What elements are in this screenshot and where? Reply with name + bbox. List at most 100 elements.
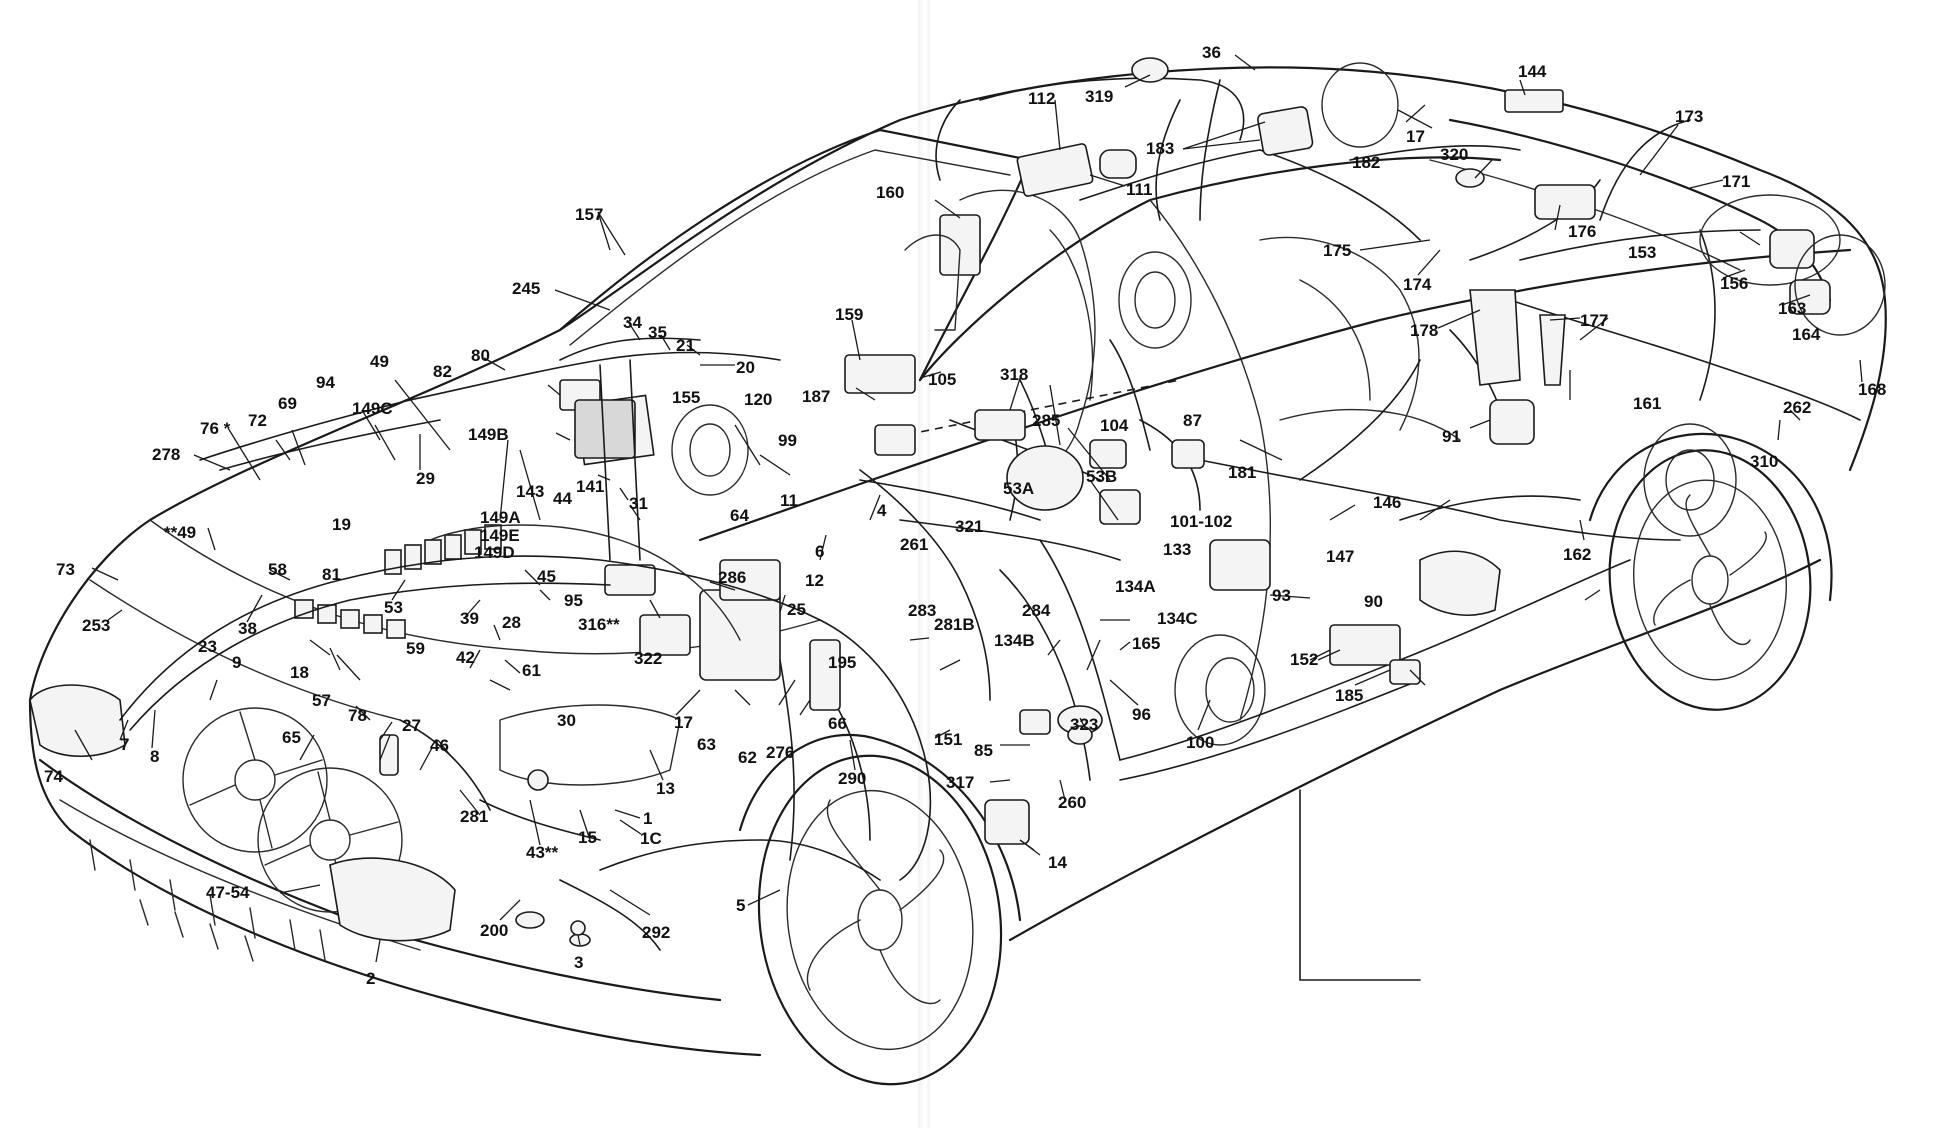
callout-34: 34: [623, 313, 642, 332]
callout-281B: 281B: [934, 615, 975, 634]
callout-149B: 149B: [468, 425, 509, 444]
callout-13: 13: [656, 779, 675, 798]
callout-95: 95: [564, 591, 583, 610]
callout-322: 322: [634, 649, 662, 668]
callout-133: 133: [1163, 540, 1191, 559]
callout-276: 276: [766, 743, 794, 762]
callout-53A: 53A: [1003, 479, 1034, 498]
callout-90: 90: [1364, 592, 1383, 611]
callout-175: 175: [1323, 241, 1351, 260]
callout-278: 278: [152, 445, 180, 464]
callout-144: 144: [1518, 62, 1547, 81]
callout-290: 290: [838, 769, 866, 788]
callout-72: 72: [248, 411, 267, 430]
callout-200: 200: [480, 921, 508, 940]
callout-78: 78: [348, 706, 367, 725]
callout-260: 260: [1058, 793, 1086, 812]
callout-31: 31: [629, 494, 648, 513]
callout-82: 82: [433, 362, 452, 381]
callout-9: 9: [232, 653, 241, 672]
callout-149C: 149C: [352, 399, 393, 418]
callout-162: 162: [1563, 545, 1591, 564]
callout-35: 35: [648, 323, 667, 342]
callout-47-54: 47-54: [206, 883, 250, 902]
callout-49-top: 49: [370, 352, 389, 371]
callout-91: 91: [1442, 427, 1461, 446]
callout-1: 1: [643, 809, 652, 828]
callout-87: 87: [1183, 411, 1202, 430]
callout-74: 74: [44, 767, 63, 786]
callout-17-mid: 17: [674, 713, 693, 732]
callout-146: 146: [1373, 493, 1401, 512]
callout-2: 2: [366, 969, 375, 988]
callout-164: 164: [1792, 325, 1821, 344]
callout-149D: 149D: [474, 543, 515, 562]
callout-49-side: **49: [164, 523, 196, 542]
callout-17-top: 17: [1406, 127, 1425, 146]
callout-69: 69: [278, 394, 297, 413]
callout-3: 3: [574, 953, 583, 972]
callout-94: 94: [316, 373, 335, 392]
callout-316: 316**: [578, 615, 620, 634]
callout-28: 28: [502, 613, 521, 632]
callout-73: 73: [56, 560, 75, 579]
callout-111: 111: [1126, 180, 1153, 199]
callout-76: 76 *: [200, 419, 231, 438]
callout-4: 4: [877, 501, 887, 520]
callout-262: 262: [1783, 398, 1811, 417]
callout-29: 29: [416, 469, 435, 488]
callout-323: 323: [1070, 715, 1098, 734]
callout-177: 177: [1580, 311, 1608, 330]
callout-44: 44: [553, 489, 572, 508]
callout-36: 36: [1202, 43, 1221, 62]
callout-165: 165: [1132, 634, 1160, 653]
callout-85: 85: [974, 741, 993, 760]
fuse-row-53: [384, 524, 502, 575]
callout-18: 18: [290, 663, 309, 682]
callout-147: 147: [1326, 547, 1354, 566]
callout-45: 45: [537, 567, 556, 586]
callout-12: 12: [805, 571, 824, 590]
callout-153: 153: [1628, 243, 1656, 262]
callout-38: 38: [238, 619, 257, 638]
callout-281: 281: [460, 807, 488, 826]
callout-187: 187: [802, 387, 830, 406]
callout-159: 159: [835, 305, 863, 324]
callout-195: 195: [828, 653, 856, 672]
callout-99: 99: [778, 431, 797, 450]
callout-120: 120: [744, 390, 772, 409]
callout-163: 163: [1778, 299, 1806, 318]
callout-81: 81: [322, 565, 341, 584]
callout-141: 141: [576, 477, 604, 496]
callout-23: 23: [198, 637, 217, 656]
callout-321: 321: [955, 517, 983, 536]
callout-318: 318: [1000, 365, 1028, 384]
callout-283: 283: [908, 601, 936, 620]
callout-30: 30: [557, 711, 576, 730]
callout-151: 151: [934, 730, 962, 749]
callout-11: 11: [780, 491, 798, 510]
callout-178: 178: [1410, 321, 1438, 340]
callout-156: 156: [1720, 274, 1748, 293]
callout-284: 284: [1022, 601, 1051, 620]
front-wheel: [738, 733, 1022, 1086]
callout-160: 160: [876, 183, 904, 202]
callout-1C: 1C: [640, 829, 662, 848]
callout-174: 174: [1403, 275, 1432, 294]
callout-181: 181: [1228, 463, 1256, 482]
callout-185: 185: [1335, 686, 1363, 705]
callout-245: 245: [512, 279, 540, 298]
callout-46: 46: [430, 736, 449, 755]
callout-25: 25: [787, 600, 806, 619]
callout-143: 143: [516, 482, 544, 501]
callout-317: 317: [946, 773, 974, 792]
callout-93: 93: [1272, 586, 1291, 605]
callout-173: 173: [1675, 107, 1703, 126]
callout-261: 261: [900, 535, 928, 554]
callout-149A: 149A: [480, 508, 521, 527]
rear-wheel: [1588, 432, 1833, 711]
callout-104: 104: [1100, 416, 1129, 435]
page-fold-shadow: [918, 0, 930, 1128]
callout-64: 64: [730, 506, 749, 525]
callout-161: 161: [1633, 394, 1661, 413]
